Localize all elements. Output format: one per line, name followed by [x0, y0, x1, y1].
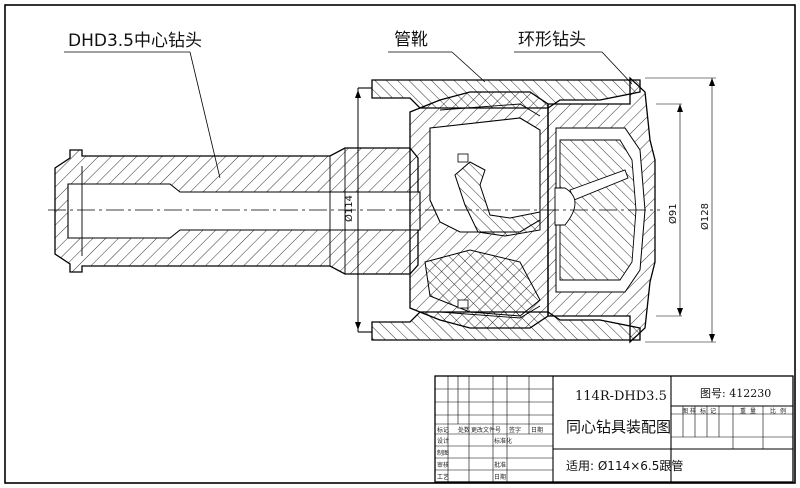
right-header-7: 比: [770, 407, 776, 415]
label-casing-shoe-text: 管靴: [394, 30, 428, 50]
rev-header-sign: 签字: [509, 426, 521, 434]
dimension-d91-text: Ø91: [667, 203, 679, 224]
dimension-d114: Ø114: [343, 90, 361, 330]
right-header-4: 记: [710, 408, 716, 415]
label-ring-bit-text: 环形钻头: [518, 30, 586, 50]
role-drafting: 制图: [437, 449, 449, 457]
rev-header-date: 日期: [531, 426, 543, 434]
dimension-d91: Ø91: [656, 103, 683, 317]
drawing-code: 114R-DHD3.5: [575, 389, 667, 404]
dimension-d114-text: Ø114: [343, 195, 355, 222]
role-standard: 标准化: [494, 437, 512, 445]
drawing-number: 图号: 412230: [700, 387, 771, 400]
dimension-d128-text: Ø128: [699, 203, 711, 230]
role-process: 工艺: [437, 473, 449, 481]
right-header-3: 标: [700, 407, 706, 415]
rev-header-doc: 更改文件号: [471, 426, 501, 434]
right-header-8: 例: [780, 407, 786, 415]
drawing-name: 同心钻具装配图: [566, 418, 671, 436]
dimension-d128: Ø128: [645, 77, 716, 343]
drawing-frame: [4, 4, 796, 484]
role-review: 审核: [437, 461, 449, 469]
rev-header-count: 处数: [458, 426, 470, 434]
rev-header-mark: 标记: [437, 426, 449, 434]
label-casing-shoe: 管靴: [388, 30, 486, 83]
right-header-6: 量: [750, 408, 756, 415]
label-center-bit-text: DHD3.5中心钻头: [68, 31, 202, 51]
role-approve: 批准: [494, 461, 506, 469]
role-date: 日期: [494, 473, 506, 481]
title-block: 标记 处数 更改文件号 签字 日期 设计 标准化 制图 审核 批准 工艺 日期 …: [434, 375, 794, 483]
right-header-2: 样: [690, 407, 696, 415]
label-center-bit: DHD3.5中心钻头: [64, 31, 221, 179]
applicable-text: 适用: Ø114×6.5跟管: [566, 458, 683, 473]
right-header-1: 图: [682, 408, 688, 415]
right-header-5: 重: [740, 407, 746, 415]
center-bit-shank: [54, 147, 421, 275]
role-design: 设计: [437, 437, 449, 445]
label-ring-bit: 环形钻头: [514, 30, 633, 85]
